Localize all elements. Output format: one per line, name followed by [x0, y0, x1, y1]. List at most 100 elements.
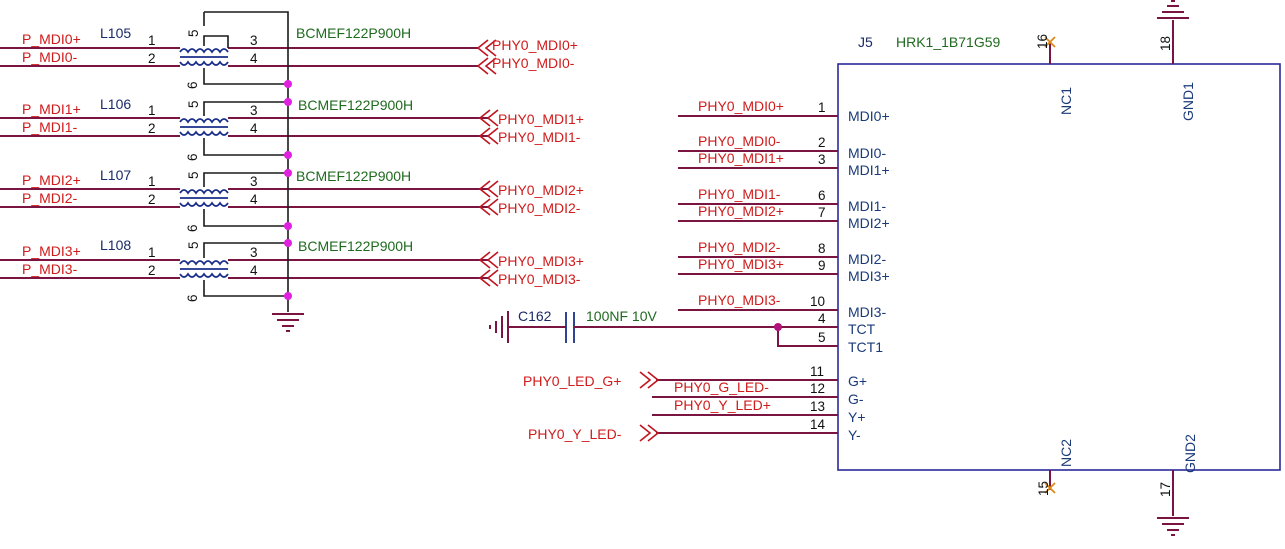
- offpage-arrow: [478, 198, 491, 216]
- pin-number: 4: [250, 51, 258, 66]
- transformer-l105: P_MDI0+ P_MDI0- L105 BCMEF122P900H PHY0_…: [0, 25, 578, 89]
- junction-dot: [284, 80, 292, 88]
- pin-number: 8: [818, 241, 826, 256]
- pin-name: TCT: [848, 321, 876, 337]
- pin-number: 13: [810, 399, 825, 414]
- pin-number: 18: [1158, 36, 1173, 51]
- junction-dot: [284, 98, 292, 106]
- coil-bottom: [179, 60, 229, 66]
- pin-number: 5: [818, 330, 826, 345]
- offpage-arrow: [486, 198, 499, 216]
- part-value: 100NF 10V: [586, 308, 657, 324]
- offpage-arrow: [484, 39, 497, 57]
- pin-name: G+: [848, 373, 867, 389]
- pin-number: 6: [185, 81, 200, 89]
- wire: [777, 327, 838, 347]
- center-tap-bus: [204, 11, 289, 312]
- pin-number: 6: [818, 188, 826, 203]
- junction-dot: [284, 169, 292, 177]
- net-label: PHY0_MDI1+: [498, 111, 584, 127]
- offpage-arrow: [486, 109, 499, 127]
- transformer-section: P_MDI0+ P_MDI0- L105 BCMEF122P900H PHY0_…: [0, 11, 584, 332]
- pin-number: 12: [810, 381, 825, 396]
- transformer-l106: P_MDI1+ P_MDI1- L106 BCMEF122P900H PHY0_…: [0, 96, 584, 161]
- offpage-arrow: [478, 180, 491, 198]
- pin-name: MDI0-: [848, 145, 886, 161]
- capacitor-c162: C162 100NF 10V: [489, 308, 838, 347]
- coil-bottom: [179, 272, 229, 278]
- pin-name: Y-: [848, 427, 861, 443]
- part-number: BCMEF122P900H: [296, 168, 411, 184]
- connector-body: [837, 63, 1281, 471]
- net-label: PHY0_MDI2+: [698, 203, 784, 219]
- offpage-arrow: [639, 424, 652, 442]
- pin6-lead: [203, 138, 288, 156]
- offpage-arrow: [647, 424, 660, 442]
- offpage-arrow: [476, 57, 489, 75]
- net-label: PHY0_MDI3-: [498, 271, 581, 287]
- pin-name: NC2: [1058, 439, 1074, 467]
- pin-name: MDI0+: [848, 108, 890, 124]
- pin-number: 4: [250, 192, 258, 207]
- pin-number: 4: [818, 311, 826, 326]
- pin-name: MDI1-: [848, 198, 886, 214]
- pin-number: 5: [186, 29, 201, 37]
- pin-number: 3: [250, 33, 258, 48]
- pin-number: 3: [250, 245, 258, 260]
- pin-number: 1: [148, 33, 156, 48]
- pin-number: 3: [250, 103, 258, 118]
- pin-number: 5: [186, 241, 201, 249]
- pin6-lead: [203, 68, 288, 85]
- coil-top: [179, 48, 229, 54]
- pin-number: 15: [1036, 481, 1051, 496]
- net-label: PHY0_MDI3+: [698, 256, 784, 272]
- offpage-arrow: [478, 127, 491, 145]
- offpage-arrow: [486, 251, 499, 269]
- net-label: P_MDI2+: [22, 172, 81, 188]
- net-label: P_MDI1+: [22, 101, 81, 117]
- net-label: PHY0_MDI0-: [492, 55, 575, 71]
- pin6-lead: [203, 209, 288, 227]
- net-label: PHY0_MDI0-: [698, 133, 781, 149]
- pin-number: 7: [818, 205, 826, 220]
- net-label: P_MDI1-: [22, 119, 78, 135]
- net-label: PHY0_MDI0+: [492, 37, 578, 53]
- ref-designator: L105: [100, 25, 131, 41]
- pin-number: 6: [185, 224, 200, 232]
- net-label: PHY0_MDI1-: [698, 186, 781, 202]
- transformer-l107: P_MDI2+ P_MDI2- L107 BCMEF122P900H PHY0_…: [0, 167, 584, 232]
- pin-number: 4: [250, 121, 258, 136]
- pin-number: 2: [148, 192, 156, 207]
- offpage-arrow: [486, 269, 499, 287]
- pin-number: 3: [250, 174, 258, 189]
- pin-number: 17: [1158, 482, 1173, 497]
- net-label: P_MDI3-: [22, 261, 78, 277]
- net-label: PHY0_MDI2+: [498, 182, 584, 198]
- pin-number: 1: [818, 100, 826, 115]
- net-label: PHY0_MDI2-: [698, 239, 781, 255]
- no-connect-marker: [1044, 482, 1056, 494]
- pin-name: G-: [848, 391, 864, 407]
- no-connect-marker: [1044, 36, 1056, 48]
- ground-symbol: [1157, 517, 1189, 536]
- coil-top: [179, 189, 229, 195]
- transformer-l108: P_MDI3+ P_MDI3- L108 BCMEF122P900H PHY0_…: [0, 237, 584, 302]
- pin-number: 6: [185, 294, 200, 302]
- pin-name: TCT1: [848, 339, 883, 355]
- part-number: HRK1_1B71G59: [896, 34, 1001, 50]
- ref-designator: L107: [100, 167, 131, 183]
- pin5-lead: [203, 35, 229, 48]
- offpage-arrow: [484, 57, 497, 75]
- pin-number: 2: [818, 135, 826, 150]
- net-label: P_MDI2-: [22, 190, 78, 206]
- pin-number: 11: [810, 364, 824, 379]
- pin-name: NC1: [1058, 87, 1074, 115]
- pin-number: 3: [818, 152, 826, 167]
- net-label: P_MDI0-: [22, 49, 78, 65]
- pin-name: MDI3-: [848, 304, 886, 320]
- net-label: PHY0_MDI1-: [498, 129, 581, 145]
- net-label: PHY0_MDI2-: [498, 200, 581, 216]
- offpage-arrow: [476, 39, 489, 57]
- offpage-arrow: [647, 371, 660, 389]
- pin5-lead: [203, 101, 288, 116]
